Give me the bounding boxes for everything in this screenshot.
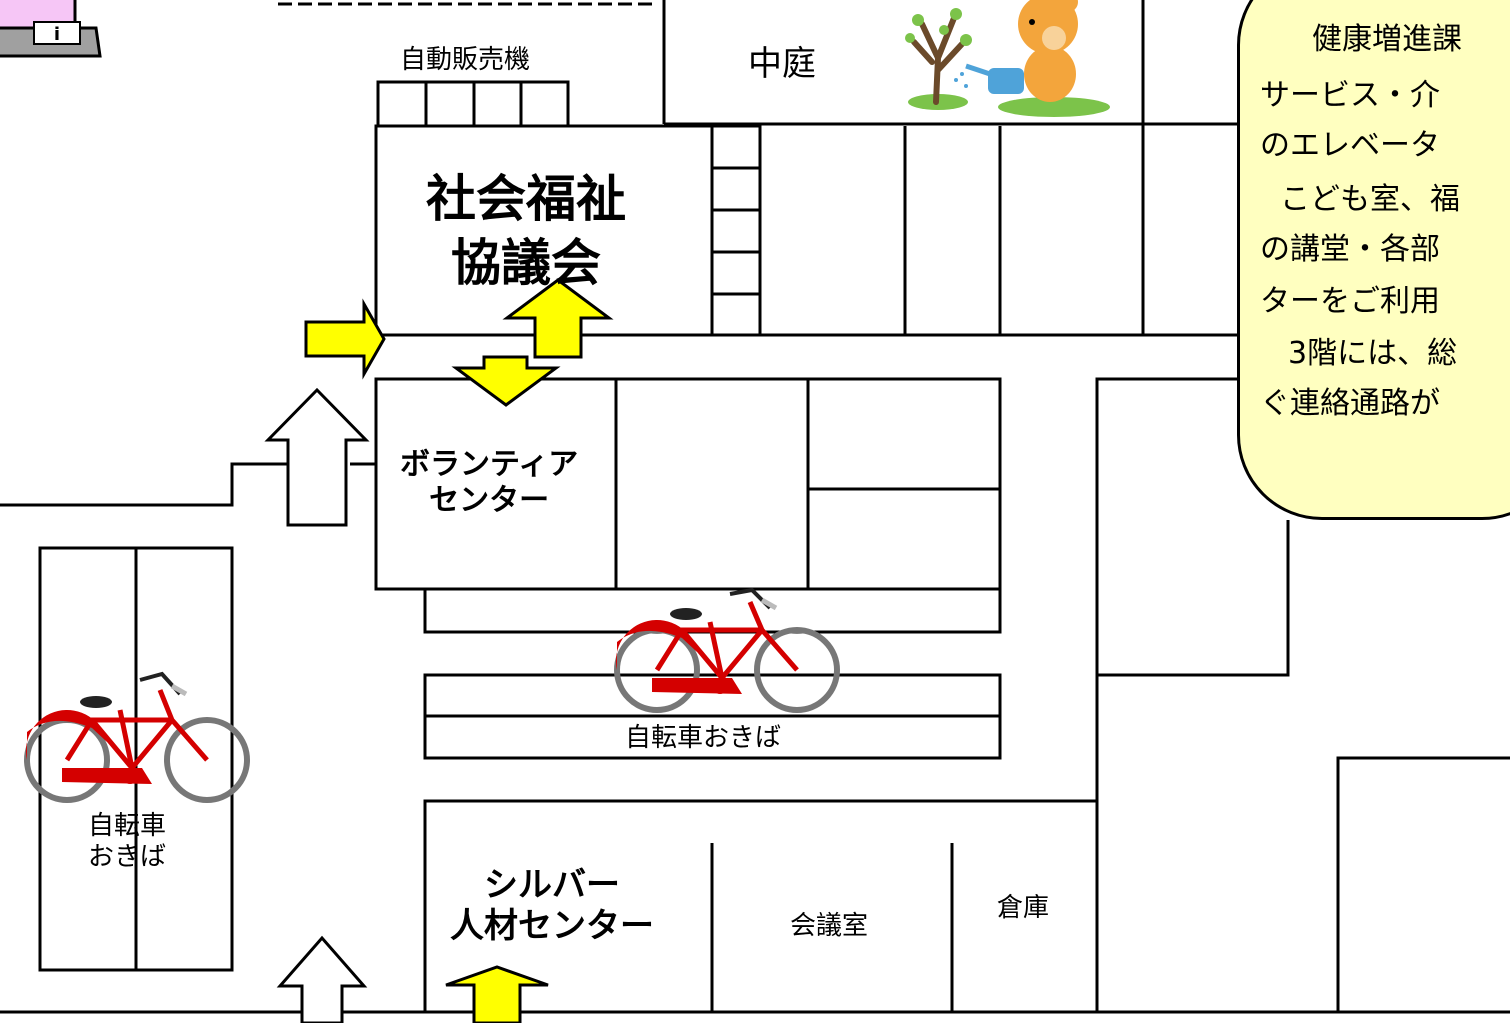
storage-label: 倉庫	[997, 893, 1050, 923]
silver-center-building	[423, 799, 1097, 1012]
note-line: ターをご利用	[1260, 284, 1440, 319]
bike-parking-left-label: 自転車 おきば	[88, 811, 167, 873]
note-line: 3階には、総	[1288, 336, 1458, 371]
vending-machine-label: 自動販売機	[400, 45, 531, 75]
bike-parking-center-label: 自転車おきば	[625, 723, 782, 753]
note-line: のエレベータ	[1260, 128, 1440, 163]
note-line: こども室、福	[1280, 182, 1460, 217]
right-building	[1336, 756, 1510, 1012]
volunteer-block	[374, 377, 1002, 591]
arrow-right-entrance	[304, 298, 386, 380]
tree-icon	[905, 8, 972, 110]
note-line: の講堂・各部	[1260, 232, 1440, 267]
info-desk-icon: i	[0, 0, 102, 58]
bicycle-icon	[614, 587, 840, 713]
arrow-up-council	[502, 278, 614, 359]
meeting-room-label: 会議室	[790, 911, 869, 941]
entrance-arrow-bottom	[276, 935, 368, 1023]
arrow-down-volunteer	[451, 355, 561, 407]
bear-watering-icon	[954, 0, 1110, 117]
bicycle-icon	[24, 671, 250, 803]
note-line: サービス・介	[1260, 78, 1440, 113]
svg-text:i: i	[54, 24, 60, 45]
info-note: 健康増進課 サービス・介 のエレベータ こども室、福 の講堂・各部 ターをご利用…	[1237, 0, 1510, 520]
silver-center-label: シルバー 人材センター	[450, 865, 654, 946]
volunteer-label: ボランティア センター	[400, 447, 579, 518]
note-line: ぐ連絡通路が	[1260, 386, 1440, 421]
stairs	[710, 124, 762, 337]
note-line: 健康増進課	[1312, 22, 1462, 57]
entrance-arrow-left	[264, 387, 370, 527]
arrow-up-silver	[445, 965, 549, 1023]
courtyard-label: 中庭	[748, 44, 816, 84]
council-label: 社会福祉 協議会	[426, 170, 626, 292]
